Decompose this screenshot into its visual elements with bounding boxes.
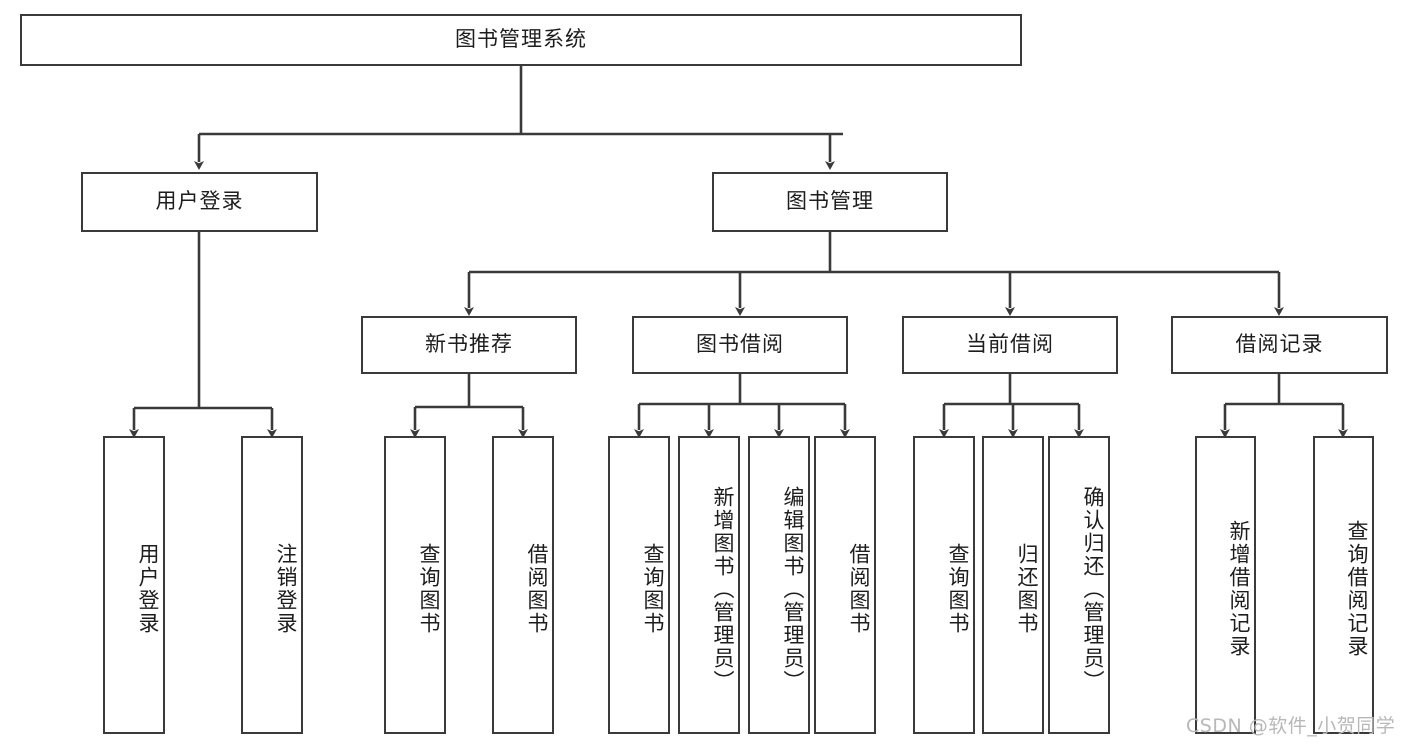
node-label: 用户登录 xyxy=(155,189,244,214)
node-root-system[interactable]: 图书管理系统 xyxy=(20,14,1022,66)
node-leaf-add-record[interactable]: 新增借阅记录 xyxy=(1195,436,1256,734)
node-label: 图书借阅 xyxy=(696,332,784,357)
node-label: 新书推荐 xyxy=(425,332,513,357)
node-label: 注销登录 xyxy=(274,543,298,635)
node-label: 查询图书 xyxy=(641,543,665,635)
node-new-book-recommend[interactable]: 新书推荐 xyxy=(361,316,577,374)
watermark-text: CSDN @软件_小贺同学 xyxy=(1186,715,1396,737)
node-leaf-confirm-return[interactable]: 确认归还（管理员） xyxy=(1048,436,1110,734)
node-label: 图书管理系统 xyxy=(455,27,587,52)
node-label: 确认归还（管理员） xyxy=(1081,485,1105,693)
node-leaf-return-book[interactable]: 归还图书 xyxy=(982,436,1044,734)
node-label: 当前借阅 xyxy=(966,332,1054,357)
node-label: 新增图书（管理员） xyxy=(711,485,735,693)
node-leaf-borrow-book-1[interactable]: 借阅图书 xyxy=(492,436,554,734)
node-leaf-borrow-book-2[interactable]: 借阅图书 xyxy=(814,436,876,734)
node-book-borrow[interactable]: 图书借阅 xyxy=(632,316,848,374)
node-label: 归还图书 xyxy=(1015,543,1039,635)
node-leaf-query-record[interactable]: 查询借阅记录 xyxy=(1313,436,1374,734)
node-label: 用户登录 xyxy=(136,543,160,635)
node-label: 借阅图书 xyxy=(525,543,549,635)
node-current-borrow[interactable]: 当前借阅 xyxy=(902,316,1118,374)
node-leaf-query-book-2[interactable]: 查询图书 xyxy=(608,436,670,734)
node-leaf-user-login[interactable]: 用户登录 xyxy=(103,436,165,734)
node-label: 查询借阅记录 xyxy=(1345,520,1369,658)
node-borrow-record[interactable]: 借阅记录 xyxy=(1171,316,1388,374)
node-leaf-logout[interactable]: 注销登录 xyxy=(241,436,303,734)
node-leaf-query-book-1[interactable]: 查询图书 xyxy=(384,436,446,734)
node-label: 编辑图书（管理员） xyxy=(781,485,805,693)
node-label: 图书管理 xyxy=(786,189,874,214)
node-label: 查询图书 xyxy=(417,543,441,635)
node-leaf-query-book-3[interactable]: 查询图书 xyxy=(913,436,975,734)
node-label: 新增借阅记录 xyxy=(1227,520,1251,658)
node-label: 借阅记录 xyxy=(1235,332,1324,357)
node-leaf-edit-book[interactable]: 编辑图书（管理员） xyxy=(748,436,810,734)
node-leaf-add-book[interactable]: 新增图书（管理员） xyxy=(678,436,740,734)
node-label: 查询图书 xyxy=(946,543,970,635)
node-book-management[interactable]: 图书管理 xyxy=(712,172,948,232)
node-label: 借阅图书 xyxy=(847,543,871,635)
node-user-login[interactable]: 用户登录 xyxy=(81,172,318,232)
